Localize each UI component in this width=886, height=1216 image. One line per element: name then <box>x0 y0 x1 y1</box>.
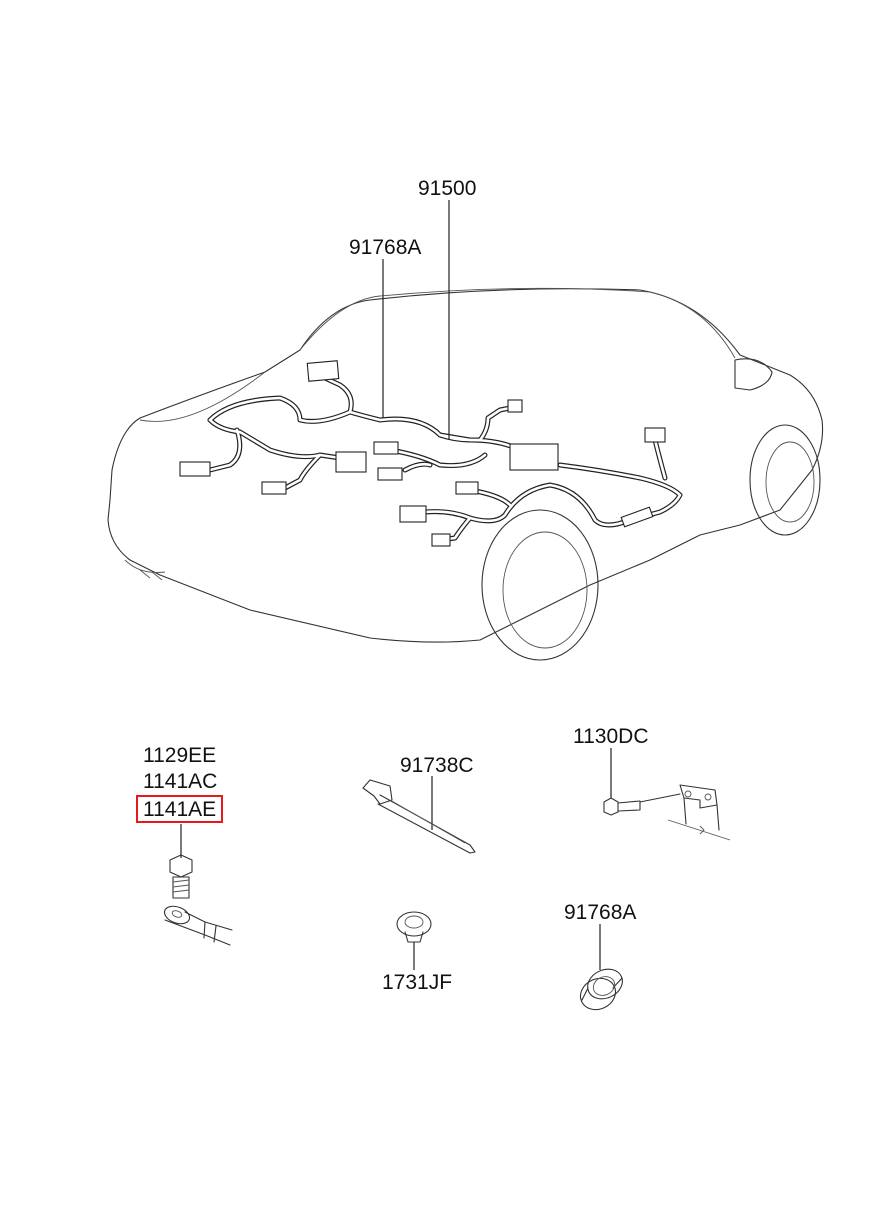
wiring-harness <box>179 360 683 547</box>
label-cable-tie: 91738C <box>400 754 474 777</box>
label-harness: 91500 <box>418 177 477 200</box>
label-bolt-right: 1130DC <box>573 725 649 748</box>
cable-tie <box>362 776 476 854</box>
push-clip <box>396 911 432 970</box>
label-bolt-2: 1141AC <box>143 770 218 793</box>
label-bolt-1: 1129EE <box>143 744 217 767</box>
label-grommet-top: 91768A <box>349 236 422 259</box>
grommet <box>579 924 623 1011</box>
bolt-with-bracket <box>603 748 731 841</box>
label-grommet-bottom: 91768A <box>564 901 637 924</box>
car-body-outline <box>107 287 824 661</box>
label-clip: 1731JF <box>382 971 453 994</box>
label-bolt-3-highlighted: 1141AE <box>136 795 224 823</box>
bolt-with-ring-terminal <box>163 824 233 946</box>
